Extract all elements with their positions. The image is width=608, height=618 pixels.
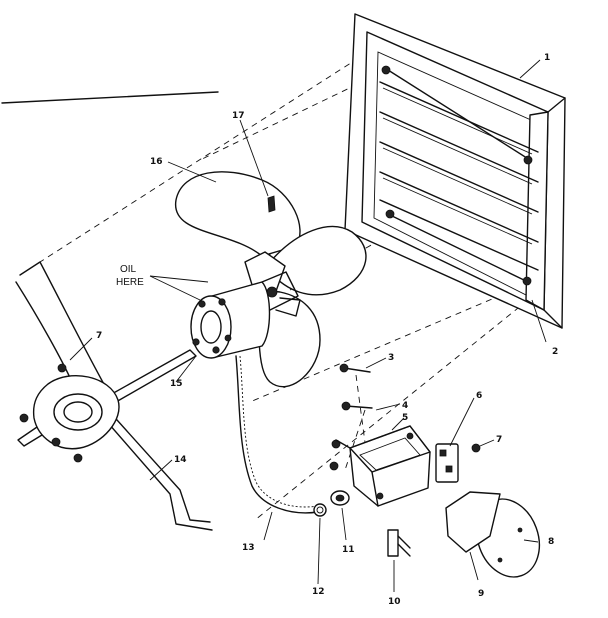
- callout-7-left: 7: [96, 331, 102, 341]
- callout-14: 14: [174, 455, 187, 465]
- callout-17: 17: [232, 111, 245, 121]
- gasket: [445, 491, 501, 553]
- switch: [435, 443, 481, 483]
- callout-6: 6: [476, 391, 482, 401]
- oil-note-line-1: OIL: [120, 264, 137, 275]
- motor: [190, 271, 301, 359]
- strain-relief: [330, 490, 350, 506]
- callout-2: 2: [552, 347, 558, 357]
- callout-10: 10: [388, 597, 401, 607]
- callout-5: 5: [402, 413, 408, 423]
- callout-9: 9: [478, 589, 484, 599]
- callout-4: 4: [402, 401, 408, 411]
- power-cord: [235, 355, 327, 517]
- fan-blade: [175, 171, 367, 388]
- callout-7-right: 7: [496, 435, 502, 445]
- callout-12: 12: [312, 587, 325, 597]
- shutter-assembly: [344, 13, 566, 329]
- leader-lines: [69, 59, 547, 592]
- callout-1: 1: [544, 53, 550, 63]
- stray-line: [1, 91, 219, 104]
- screws: [329, 363, 373, 471]
- switch-box: [335, 425, 431, 507]
- callout-3: 3: [388, 353, 394, 363]
- callout-11: 11: [342, 545, 355, 555]
- callout-16: 16: [150, 157, 163, 167]
- wire-connector: [387, 529, 411, 557]
- callout-13: 13: [242, 543, 255, 553]
- oil-note-line-2: HERE: [116, 277, 144, 288]
- labels: OIL HERE 1 2 3 4 5 6 7 7 8 9 10 11 12 13…: [96, 53, 558, 607]
- callout-8: 8: [548, 537, 554, 547]
- callout-15: 15: [170, 379, 183, 389]
- fan-guard: [15, 261, 213, 531]
